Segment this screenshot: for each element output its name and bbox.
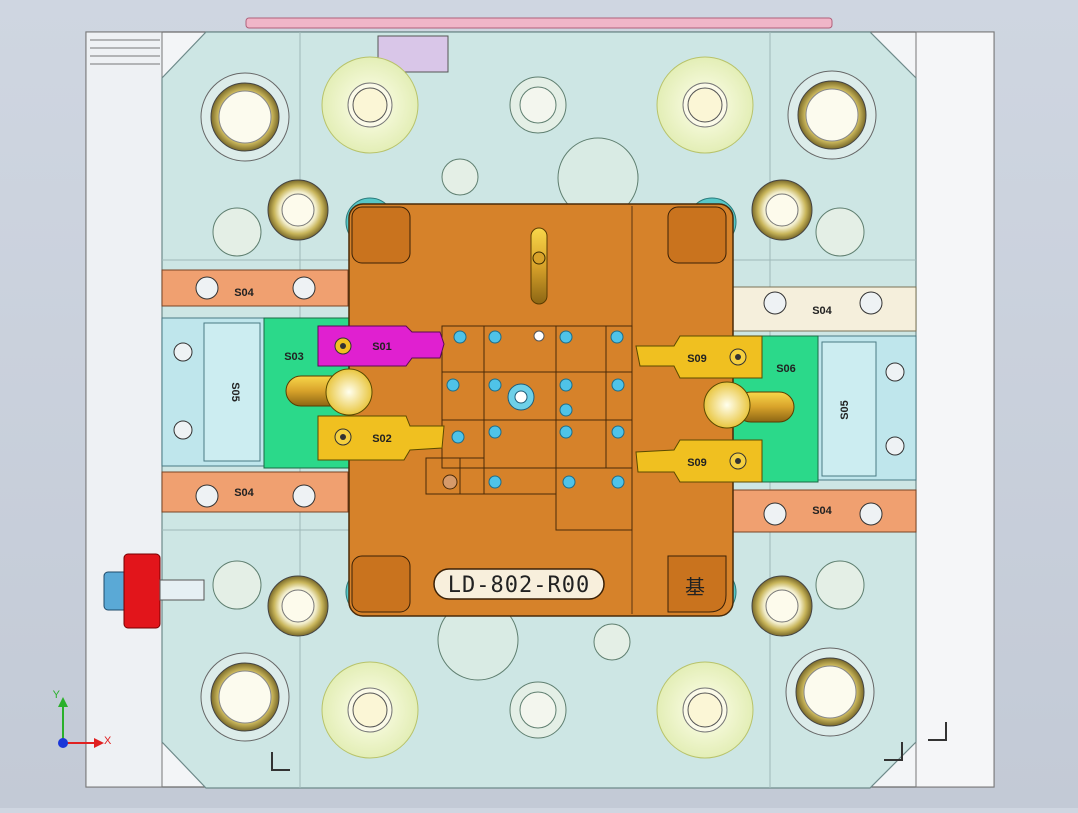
mold-id-label: LD-802-R00 — [448, 573, 590, 598]
axis-triad — [58, 697, 104, 748]
mold-id-plate — [433, 568, 605, 600]
label-s04-tl: S04 — [234, 287, 254, 299]
label-s09-top: S09 — [687, 353, 707, 365]
label-s04-bl: S04 — [234, 487, 254, 499]
left-rail — [85, 31, 163, 788]
axis-label-y: Y — [53, 689, 61, 701]
label-s05-right: S05 — [839, 400, 851, 420]
label-s03: S03 — [284, 351, 304, 363]
label-s04-tr: S04 — [812, 305, 832, 317]
pin-head-right — [703, 381, 751, 429]
corner-mark-r — [928, 722, 947, 741]
slider-s04-bottom-right — [729, 489, 917, 533]
label-s09-bottom: S09 — [687, 457, 707, 469]
cooling-holes — [446, 330, 625, 489]
slider-s04-top-right — [729, 286, 917, 332]
top-strip — [245, 17, 833, 29]
center-slot — [530, 227, 548, 305]
label-s05-left: S05 — [229, 382, 241, 402]
guide-bushings — [200, 70, 877, 742]
return-pins — [321, 56, 754, 759]
pin-head-left — [325, 368, 373, 416]
slider-s09-top — [635, 335, 763, 379]
cavity-grid — [425, 325, 633, 531]
label-s04-br: S04 — [812, 505, 832, 517]
corner-mark-br — [884, 742, 903, 761]
slider-s02 — [317, 415, 445, 461]
label-s01: S01 — [372, 341, 392, 353]
slider-s09-bottom — [635, 439, 763, 483]
slider-s01 — [317, 325, 445, 367]
axis-label-x: X — [104, 735, 112, 747]
label-s06: S06 — [776, 363, 796, 375]
right-rail — [915, 31, 995, 788]
slider-s04-top-left — [161, 269, 349, 307]
insert-guide-bolts — [267, 179, 813, 637]
slider-s04-bottom-left — [161, 471, 349, 513]
label-s02: S02 — [372, 433, 392, 445]
insert-corner-pockets — [351, 206, 727, 613]
slider-screws — [173, 276, 905, 526]
datum-mark: 基 — [685, 576, 705, 599]
corner-mark-bl — [271, 752, 290, 771]
spring-markers — [212, 76, 865, 739]
